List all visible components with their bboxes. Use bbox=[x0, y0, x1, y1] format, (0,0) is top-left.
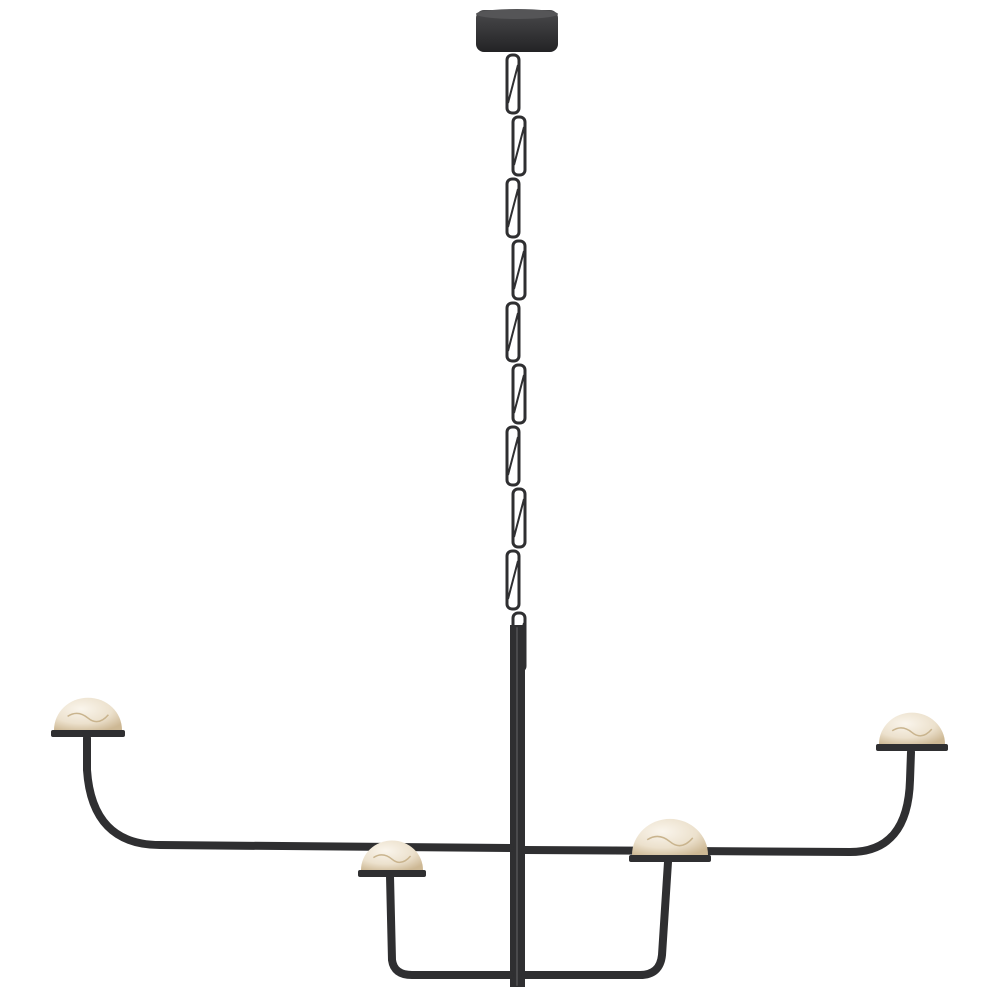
shade-dome bbox=[54, 697, 122, 730]
chain-link bbox=[511, 487, 527, 549]
ceiling-canopy bbox=[476, 9, 558, 52]
shade-dome bbox=[361, 840, 423, 870]
chain-link bbox=[505, 425, 521, 487]
chain bbox=[505, 53, 527, 673]
shade bbox=[358, 840, 426, 877]
chain-link bbox=[511, 239, 527, 301]
left-arm bbox=[83, 734, 514, 852]
chain-link-twist bbox=[513, 126, 525, 166]
shade-dome bbox=[632, 818, 708, 855]
chandelier-frame bbox=[83, 625, 915, 987]
chain-link-twist bbox=[507, 436, 519, 476]
shade-cup bbox=[629, 855, 711, 862]
shade-cup bbox=[51, 730, 125, 737]
chain-link bbox=[505, 177, 521, 239]
lower-right-arm bbox=[521, 858, 672, 979]
lower-left-arm bbox=[386, 872, 514, 979]
chain-link-twist bbox=[507, 560, 519, 600]
chain-link bbox=[511, 363, 527, 425]
shade-vein bbox=[646, 835, 694, 847]
right-arm bbox=[521, 748, 915, 857]
chain-link bbox=[511, 115, 527, 177]
shade bbox=[51, 697, 125, 737]
chain-link bbox=[505, 549, 521, 611]
chain-link-twist bbox=[513, 498, 525, 538]
chain-link-twist bbox=[507, 312, 519, 352]
chain-link-twist bbox=[507, 188, 519, 228]
shade-vein bbox=[372, 854, 412, 864]
shade-cup bbox=[876, 744, 948, 751]
chain-link bbox=[505, 53, 521, 115]
chain-link-twist bbox=[513, 250, 525, 290]
shade-dome bbox=[879, 712, 945, 744]
chain-link-twist bbox=[507, 64, 519, 104]
shade-cup bbox=[358, 870, 426, 877]
alabaster-shades bbox=[51, 697, 948, 877]
shade-vein bbox=[891, 727, 933, 737]
shade bbox=[629, 818, 711, 862]
chain-link-twist bbox=[513, 374, 525, 414]
shade bbox=[876, 712, 948, 751]
shade-vein bbox=[67, 712, 109, 723]
chain-link bbox=[505, 301, 521, 363]
